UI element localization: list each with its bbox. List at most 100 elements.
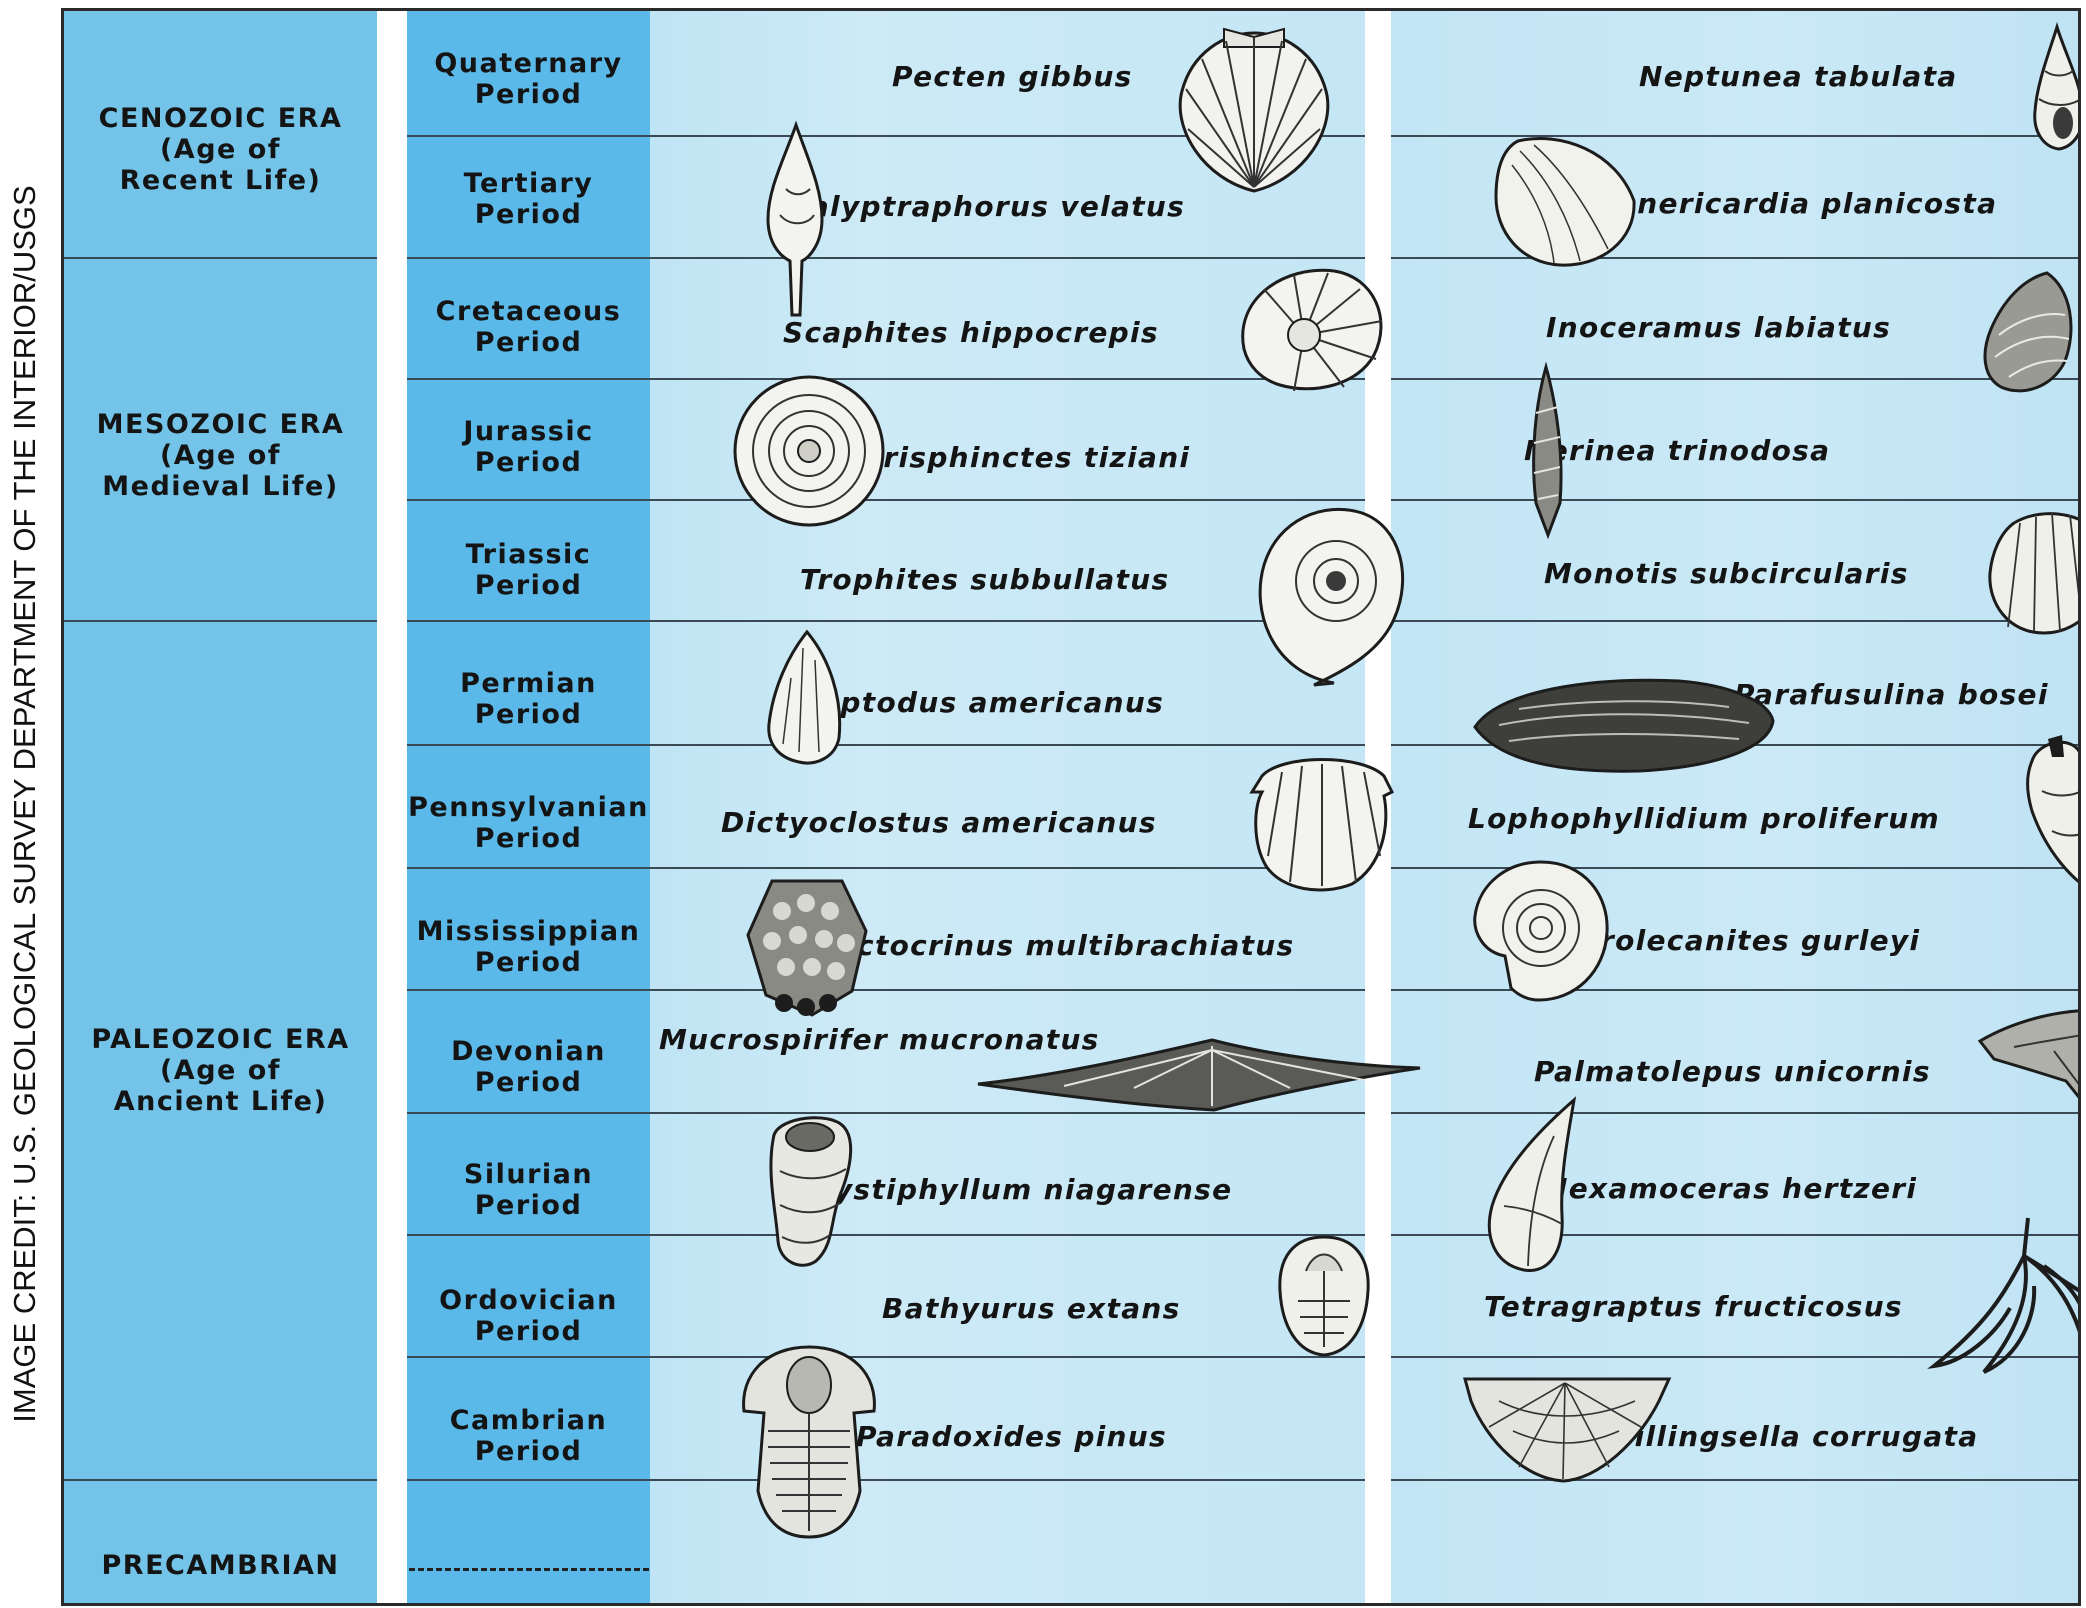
image-credit-strip: IMAGE CREDIT: U.S. GEOLOGICAL SURVEY DEP… <box>6 0 46 1608</box>
period-name: Jurassic <box>463 416 594 447</box>
period-divider-line <box>407 1356 1365 1358</box>
period-suffix: Period <box>474 327 583 358</box>
fossil-label-mucrospirifer-mucronatus: Mucrospirifer mucronatus <box>659 1023 1100 1056</box>
trilobite-icon <box>742 1345 876 1539</box>
fusulinid-icon <box>1473 678 1775 773</box>
fossil-label-monotis-subcircularis: Monotis subcircularis <box>1544 557 1909 590</box>
period-divider-line <box>1391 135 2078 137</box>
fossil-label-nerinea-trinodosa: Nerinea trinodosa <box>1524 434 1831 467</box>
trilobite-icon <box>1278 1235 1370 1357</box>
period-suffix: Period <box>474 570 583 601</box>
brachiopod-icon <box>1463 1377 1672 1483</box>
period-name: Quaternary <box>434 48 623 79</box>
era-name: PALEOZOIC ERA <box>91 1024 350 1055</box>
fossil-label-leptodus-americanus: Leptodus americanus <box>801 686 1165 719</box>
period-divider-line <box>1391 378 2078 380</box>
period-divider-line <box>1391 867 2078 869</box>
fossil-label-cystiphyllum-niagarense: Cystiphyllum niagarense <box>812 1173 1233 1206</box>
crinoid-calyx-icon <box>746 879 868 1017</box>
period-label-cambrian: Cambrian Period <box>407 1405 650 1467</box>
fossil-label-inoceramus-labiatus: Inoceramus labiatus <box>1546 311 1892 344</box>
orthocone-icon <box>1532 361 1563 540</box>
fossil-label-bathyurus-extans: Bathyurus extans <box>882 1292 1181 1325</box>
brachiopod-icon <box>767 629 842 765</box>
fossil-label-parafusulina-bosei: Parafusulina bosei <box>1734 678 2049 711</box>
fossil-label-calyptraphorus-velatus: Calyptraphorus velatus <box>788 190 1186 223</box>
spiral-gastropod-icon <box>2033 21 2078 151</box>
period-name: Devonian <box>451 1036 606 1067</box>
fossil-label-pecten-gibbus: Pecten gibbus <box>892 60 1133 93</box>
period-divider-line <box>407 989 1365 991</box>
era-divider-line <box>64 620 377 622</box>
period-suffix: Period <box>474 1436 583 1467</box>
period-label-permian: Permian Period <box>407 668 650 730</box>
horn-coral-icon <box>769 1116 853 1267</box>
period-divider-line <box>407 744 1365 746</box>
period-label-quaternary: Quaternary Period <box>407 48 650 110</box>
period-divider-line <box>407 378 1365 380</box>
fossil-label-trophites-subbullatus: Trophites subbullatus <box>800 563 1170 596</box>
period-divider-line <box>1391 1356 2078 1358</box>
period-name: Cambrian <box>449 1405 608 1436</box>
era-subtitle: Ancient Life) <box>113 1086 328 1117</box>
period-name: Cretaceous <box>435 296 622 327</box>
spiral-gastropod-icon <box>766 120 824 317</box>
era-subtitle: Recent Life) <box>119 165 322 196</box>
fossil-label-hexamoceras-hertzeri: Hexamoceras hertzeri <box>1544 1172 1918 1205</box>
era-subtitle: (Age of <box>159 134 282 165</box>
period-name: Pennsylvanian <box>408 792 649 823</box>
brachiopod-icon <box>1249 758 1395 892</box>
period-suffix: Period <box>474 1067 583 1098</box>
image-credit: IMAGE CREDIT: U.S. GEOLOGICAL SURVEY DEP… <box>7 185 42 1423</box>
period-suffix: Period <box>474 79 583 110</box>
period-divider-line <box>407 257 1365 259</box>
clam-shell-icon <box>1983 271 2073 393</box>
graptolite-icon <box>1927 1217 2078 1374</box>
era-subtitle: Medieval Life) <box>102 471 339 502</box>
precambrian-dashed-marker <box>409 1568 649 1571</box>
period-divider-line <box>1391 499 2078 501</box>
period-name: Triassic <box>465 539 592 570</box>
horn-coral-icon <box>2026 735 2078 883</box>
period-suffix: Period <box>474 447 583 478</box>
period-divider-line <box>1391 989 2078 991</box>
period-label-ordovician: Ordovician Period <box>407 1285 650 1347</box>
ammonite-icon <box>733 375 885 527</box>
period-label-pennsylvanian: Pennsylvanian Period <box>407 792 650 854</box>
ammonite-icon <box>1258 507 1405 687</box>
period-suffix: Period <box>474 947 583 978</box>
fossil-label-lophophyllidium-proliferum: Lophophyllidium proliferum <box>1468 802 1940 835</box>
period-divider-line <box>1391 1479 2078 1481</box>
period-label-jurassic: Jurassic Period <box>407 416 650 478</box>
era-name: MESOZOIC ERA <box>96 409 345 440</box>
period-name: Ordovician <box>439 1285 618 1316</box>
era-label-paleozoic: PALEOZOIC ERA (Age of Ancient Life) <box>64 1024 377 1117</box>
era-name: PRECAMBRIAN <box>101 1550 340 1581</box>
era-subtitle: (Age of <box>159 440 282 471</box>
period-divider-line <box>1391 1112 2078 1114</box>
fossil-label-scaphites-hippocrepis: Scaphites hippocrepis <box>783 316 1159 349</box>
period-label-triassic: Triassic Period <box>407 539 650 601</box>
period-suffix: Period <box>474 1190 583 1221</box>
ammonite-icon <box>1473 860 1609 1002</box>
period-label-mississippian: Mississippian Period <box>407 916 650 978</box>
orthocone-icon <box>1487 1096 1577 1272</box>
fossil-label-paradoxides-pinus: Paradoxides pinus <box>856 1420 1167 1453</box>
period-divider-line <box>1391 1234 2078 1236</box>
period-label-silurian: Silurian Period <box>407 1159 650 1221</box>
period-divider-line <box>1391 257 2078 259</box>
period-suffix: Period <box>474 699 583 730</box>
fossil-label-venericardia-planicosta: Venericardia planicosta <box>1596 187 1998 220</box>
period-column <box>407 11 650 1603</box>
era-name: CENOZOIC ERA <box>98 103 343 134</box>
fossil-label-neptunea-tabulata: Neptunea tabulata <box>1639 60 1958 93</box>
period-divider-line <box>407 1112 1365 1114</box>
geologic-time-chart: CENOZOIC ERA (Age of Recent Life) MESOZO… <box>61 8 2081 1606</box>
conodont-icon <box>1977 1009 2078 1099</box>
period-suffix: Period <box>474 1316 583 1347</box>
period-label-tertiary: Tertiary Period <box>407 168 650 230</box>
period-divider-line <box>407 499 1365 501</box>
period-suffix: Period <box>474 199 583 230</box>
era-label-mesozoic: MESOZOIC ERA (Age of Medieval Life) <box>64 409 377 502</box>
brachiopod-icon <box>977 1038 1421 1112</box>
